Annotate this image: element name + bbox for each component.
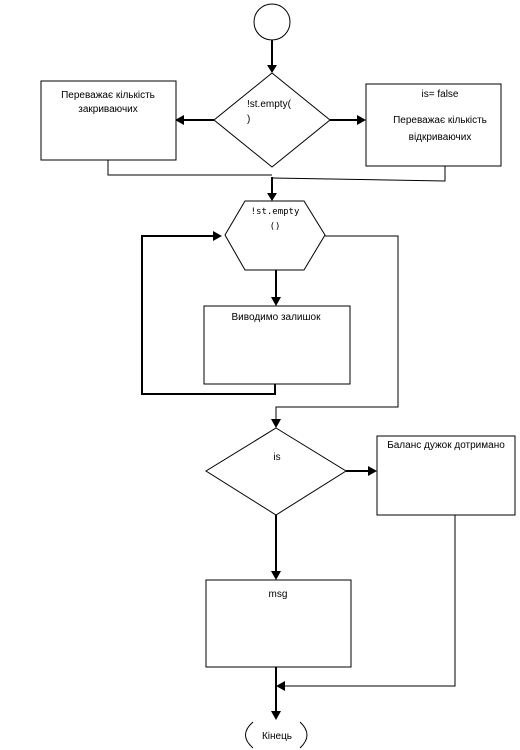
msg-box-label: msg: [269, 589, 288, 600]
connector-closing-merge: [107, 160, 272, 176]
arrowhead: [368, 466, 377, 476]
balance-ok-box: [376, 435, 516, 516]
decision2-label: is: [273, 452, 280, 463]
loop-label-line1: !st.empty: [251, 207, 300, 217]
decision-is-diamond: [205, 427, 347, 516]
loop-condition-hexagon: [224, 200, 326, 271]
opening-box-line1: is= false: [422, 89, 459, 100]
loop-label-line2: (): [270, 222, 281, 232]
connector-loop-back: [141, 235, 276, 395]
arrowhead: [271, 711, 281, 720]
opening-excess-box: [365, 83, 502, 167]
closing-box-line2: закриваючих: [78, 104, 138, 115]
opening-box-line3: відкриваючих: [409, 132, 472, 143]
output-remainder-box: [203, 305, 351, 385]
opening-box-line2: Переважає кількість: [393, 115, 487, 126]
decision1-label-line1: !st.empty(: [247, 99, 292, 110]
arrowhead: [271, 419, 281, 428]
balance-box-label: Баланс дужок дотримано: [387, 440, 505, 451]
end-terminator: [245, 721, 308, 749]
decision-empty-diamond: [213, 72, 331, 168]
end-label: Кінець: [262, 731, 292, 742]
arrowhead: [357, 115, 366, 125]
arrowhead: [271, 297, 281, 306]
connector-loop-exit: [275, 235, 399, 420]
arrowhead: [276, 681, 285, 691]
msg-box: [205, 579, 352, 668]
connector-balance-to-end: [284, 515, 456, 687]
closing-box-line1: Переважає кількість: [61, 90, 155, 101]
arrowhead: [213, 231, 222, 241]
arrowhead: [271, 571, 281, 580]
decision1-label-line2: ): [247, 114, 250, 125]
remainder-box-label: Виводимо залишок: [232, 312, 322, 323]
start-circle: [253, 3, 291, 41]
arrowhead: [267, 193, 277, 201]
connector-opening-merge: [271, 166, 446, 182]
closing-excess-box: [40, 80, 177, 161]
arrowhead: [267, 65, 277, 73]
arrowhead: [175, 115, 184, 125]
